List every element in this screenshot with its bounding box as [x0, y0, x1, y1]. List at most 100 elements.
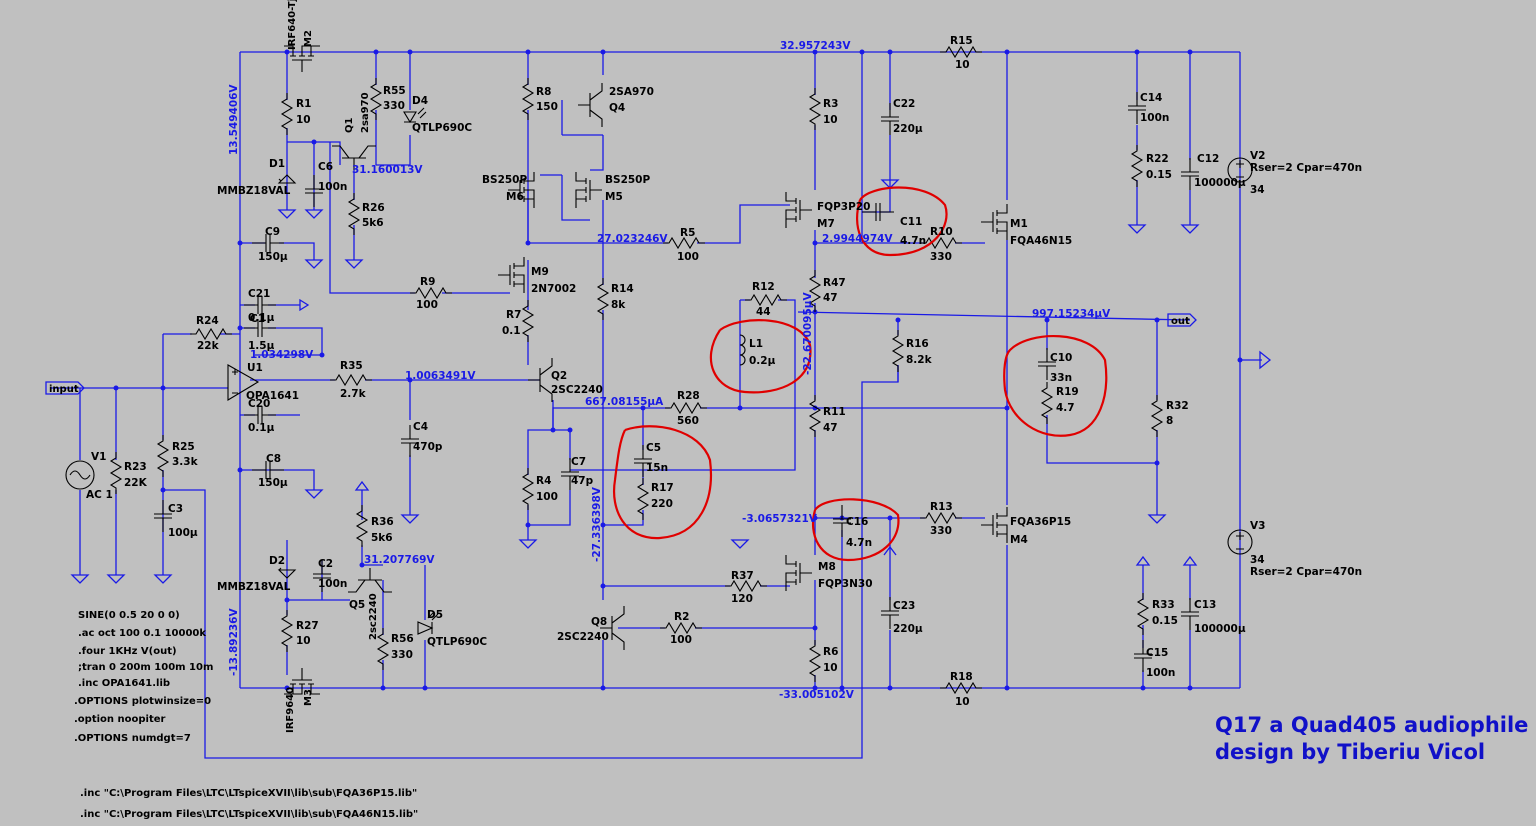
component-name: C11: [900, 216, 922, 228]
component-name: D2: [269, 555, 285, 567]
component-value: 22k: [197, 340, 220, 352]
component-value: 100: [416, 299, 438, 311]
component-name: V1: [91, 451, 106, 463]
component-value: 220µ: [893, 123, 923, 135]
component-value: 15n: [646, 462, 668, 474]
component-value: 2SA970: [609, 86, 654, 98]
component-name: M5: [605, 191, 623, 203]
component-name: M9: [531, 266, 549, 278]
component-name: R56: [391, 633, 414, 645]
component-name: M6: [506, 191, 524, 203]
component-name: D5: [427, 609, 443, 621]
component-name: C5: [646, 442, 661, 454]
component-name: R9: [420, 276, 435, 288]
component-name: M7: [817, 218, 835, 230]
component-value: 47p: [571, 475, 594, 487]
component-name: R17: [651, 482, 674, 494]
component-name: R24: [196, 315, 219, 327]
out-port[interactable]: out: [1167, 313, 1197, 327]
component-name: M8: [818, 561, 836, 573]
node-voltage: -22.670095µV: [802, 291, 814, 375]
component-name: R11: [823, 406, 846, 418]
component-value: 560: [677, 415, 699, 427]
component-value: MMBZ18VAL: [217, 185, 291, 197]
component-value: 2SC2240: [557, 631, 609, 643]
schematic-title: Q17 a Quad405 audiophile ap design by Ti…: [1215, 713, 1536, 764]
component-name: C8: [266, 453, 281, 465]
directive-line: .option noopiter: [74, 714, 166, 725]
component-value: 100: [536, 491, 558, 503]
component-name: D1: [269, 158, 285, 170]
directive-line: .OPTIONS numdgt=7: [74, 733, 191, 744]
component-name: L1: [749, 338, 763, 350]
spice-directives: SINE(0 0.5 20 0 0) .ac oct 100 0.1 10000…: [74, 610, 418, 820]
component-name: C4: [413, 421, 428, 433]
component-value: 120: [731, 593, 753, 605]
component-name: R2: [674, 611, 689, 623]
component-name: R18: [950, 671, 973, 683]
title-line: Q17 a Quad405 audiophile ap: [1215, 713, 1536, 737]
component-name: R32: [1166, 400, 1189, 412]
component-value: 470p: [413, 441, 443, 453]
component-name: C10: [1050, 352, 1072, 364]
component-value: 0.15: [1146, 169, 1172, 181]
node-voltage: 2.9944974V: [822, 233, 893, 245]
component-value: 220µ: [893, 623, 923, 635]
component-name: R14: [611, 283, 634, 295]
component-name: R4: [536, 475, 551, 487]
component-name: C7: [571, 456, 586, 468]
component-value: 2SC2240: [551, 384, 603, 396]
component-name: R37: [731, 570, 754, 582]
component-name: C9: [265, 226, 280, 238]
node-voltage: -3.0657321V: [742, 513, 818, 525]
component-value: 0.1µ: [248, 312, 275, 324]
directive-line: .four 1KHz V(out): [78, 646, 177, 657]
component-value: IRF640-Tjb: [287, 0, 298, 50]
component-name: M1: [1010, 218, 1028, 230]
directive-line: .inc OPA1641.lib: [78, 678, 170, 689]
component-value: 22K: [124, 477, 148, 489]
component-symbols: [65, 45, 1253, 695]
component-value: 330: [930, 251, 952, 263]
component-value: 150: [536, 101, 558, 113]
component-name: R3: [823, 98, 838, 110]
component-name: C20: [248, 398, 270, 410]
component-name: C12: [1197, 153, 1219, 165]
node-voltage: -33.005102V: [779, 689, 855, 701]
grounds: [71, 179, 1272, 584]
component-value: 0.1µ: [248, 422, 275, 434]
node-voltage: 27.023246V: [597, 233, 668, 245]
component-name: R8: [536, 86, 551, 98]
component-value: 100n: [1140, 112, 1169, 124]
component-value: 8.2k: [906, 354, 933, 366]
component-name: C6: [318, 161, 333, 173]
component-value: 10: [955, 59, 970, 71]
component-value: 4.7n: [900, 235, 926, 247]
node-voltage: -13.89236V: [228, 608, 240, 676]
node-voltage: 1.0063491V: [405, 370, 476, 382]
component-value: 330: [391, 649, 413, 661]
component-extra: Rser=2 Cpar=470n: [1250, 566, 1362, 578]
component-name: R16: [906, 338, 929, 350]
component-name: R1: [296, 98, 311, 110]
component-name: R7: [506, 309, 521, 321]
component-name: Q4: [609, 102, 625, 114]
node-voltage: 13.549406V: [228, 84, 240, 155]
include-line: .inc "C:\Program Files\LTC\LTspiceXVII\l…: [80, 809, 418, 820]
component-name: C1: [250, 313, 265, 325]
component-value: 150µ: [258, 477, 288, 489]
component-name: R27: [296, 620, 319, 632]
component-name: C2: [318, 558, 333, 570]
component-name: R13: [930, 501, 953, 513]
component-value: 10: [823, 662, 838, 674]
component-value: 100µ: [168, 527, 198, 539]
component-value: FQA36P15: [1010, 516, 1071, 528]
component-value: 34: [1250, 184, 1265, 196]
component-value: FQP3P20: [817, 201, 870, 213]
input-port[interactable]: input: [45, 381, 85, 395]
component-name: R12: [752, 281, 775, 293]
component-value: 5k6: [362, 217, 384, 229]
component-name: U1: [247, 362, 263, 374]
component-name: R26: [362, 202, 385, 214]
